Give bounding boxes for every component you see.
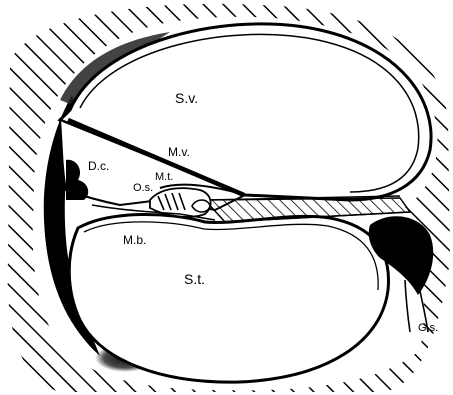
label-scala-tympani: S.t. (184, 271, 205, 287)
label-membrana-basilaris: M.b. (123, 233, 146, 247)
label-membrana-tectoria: M.t. (155, 171, 173, 183)
label-membrana-vestibularis: M.v. (168, 145, 190, 159)
label-organ-spirale: O.s. (133, 182, 153, 194)
label-scala-vestibuli: S.v. (175, 90, 198, 106)
ganglion-fuzz (379, 226, 431, 270)
label-ganglion-spirale: G.s. (418, 322, 438, 334)
scala-tympani-outline (69, 214, 388, 382)
label-ductus-cochlearis: D.c. (88, 159, 109, 173)
